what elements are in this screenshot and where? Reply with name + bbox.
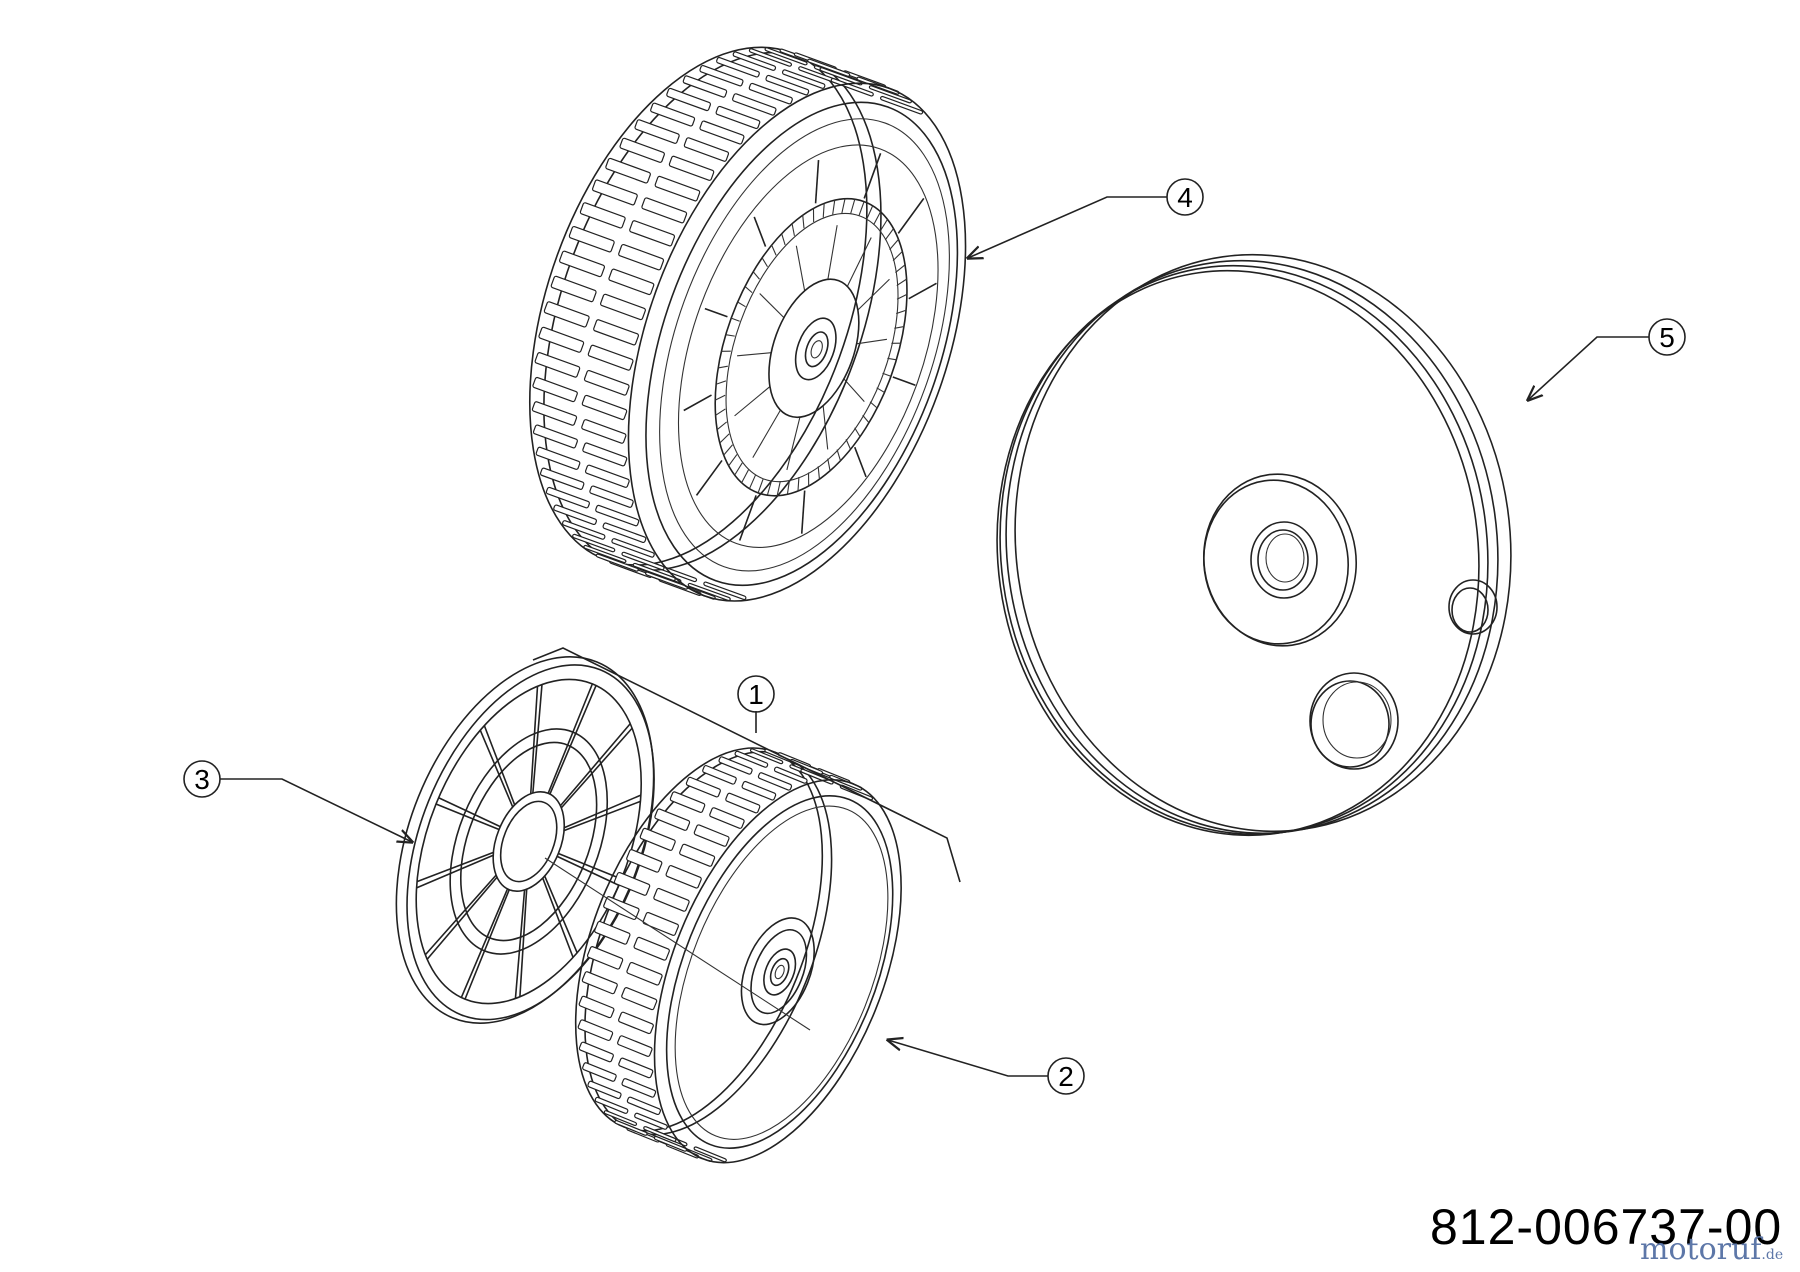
callout-3[interactable]: 3 bbox=[183, 760, 221, 798]
drive-wheel-illustration bbox=[529, 46, 967, 602]
callout-leader-4 bbox=[968, 196, 1167, 258]
axis-line bbox=[544, 857, 811, 1031]
callout-leader-2 bbox=[888, 1040, 1048, 1077]
svg-text:5: 5 bbox=[1659, 322, 1675, 353]
callout-leader-5 bbox=[1528, 336, 1649, 400]
assembly-bracket bbox=[532, 647, 961, 883]
watermark-text: motoruf bbox=[1640, 1232, 1762, 1267]
callout-leader-3 bbox=[220, 778, 412, 842]
svg-text:4: 4 bbox=[1177, 182, 1193, 213]
svg-text:2: 2 bbox=[1058, 1061, 1074, 1092]
callout-4[interactable]: 4 bbox=[1166, 178, 1204, 216]
svg-text:3: 3 bbox=[194, 764, 210, 795]
callout-2[interactable]: 2 bbox=[1047, 1057, 1085, 1095]
svg-text:1: 1 bbox=[748, 679, 764, 710]
watermark-suffix: .de bbox=[1761, 1247, 1784, 1263]
wheel-cover-illustration bbox=[996, 253, 1512, 837]
callout-5[interactable]: 5 bbox=[1648, 318, 1686, 356]
watermark-logo: motoruf.de bbox=[1640, 1232, 1783, 1267]
front-wheel-illustration bbox=[574, 747, 902, 1164]
callout-1[interactable]: 1 bbox=[737, 675, 775, 713]
drawing-number: 812-006737-00 bbox=[1430, 1199, 1783, 1255]
